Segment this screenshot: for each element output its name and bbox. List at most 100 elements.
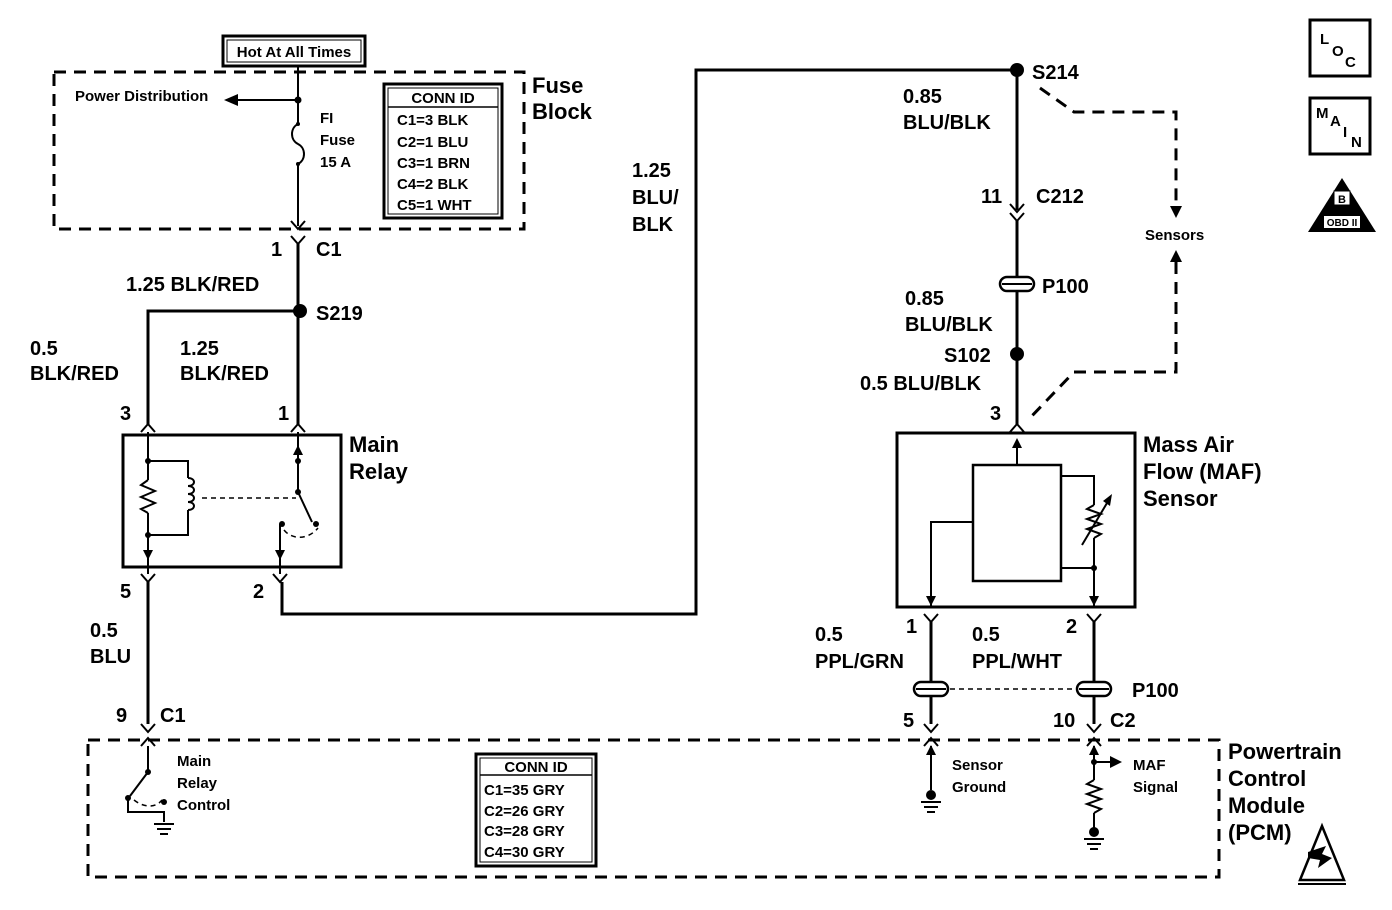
power-distribution-arrow [224,94,238,106]
sensors-shield-bottom [1026,262,1178,422]
conn-id-row: C4=2 BLK [397,176,468,193]
main-relay-box [121,433,343,569]
w0-85-blu-blk-top-1: 0.85 [903,86,942,108]
relay-internals [138,432,319,574]
sensor-ground-2: Ground [952,779,1006,796]
c1-bottom-connector-2 [140,736,156,747]
w0-5-ppl-wht-1: 0.5 [972,624,1000,646]
c212-connector-2 [1009,212,1025,223]
hot-at-all-times-box: Hot At All Times [221,34,367,68]
c2-pin5-connector-2 [923,736,939,747]
p100-top-label: P100 [1042,276,1089,298]
obd-ii-icon[interactable]: B OBD II [1308,178,1376,232]
p100-bottom-pass-through [912,680,1113,698]
main-icon-m: M [1316,105,1329,122]
w0-5-blu-2: BLU [90,646,131,668]
w1-25-blu-blk-2: BLU/ [632,187,679,209]
w1-25-blu-blk-3: BLK [632,214,674,236]
w0-5-blu-1: 0.5 [90,620,118,642]
maf-pin1-connector [923,613,939,624]
relay-pin-5: 5 [120,581,131,603]
main-relay-label-1: Main [349,432,399,457]
fuse-block-label-2: Block [532,99,593,124]
pcm-label-2: Control [1228,766,1306,791]
w0-5-blu-blk-label: 0.5 BLU/BLK [860,373,982,395]
p100-bottom-label: P100 [1132,680,1179,702]
relay-pin5-connector [140,573,156,584]
main-icon-i: I [1343,124,1347,141]
w1-25-blu-blk-1: 1.25 [632,160,671,182]
conn-id-row: C3=1 BRN [397,155,470,172]
pcm-conn-id-row: C1=35 GRY [484,782,565,799]
s219-label: S219 [316,303,363,325]
c1-bottom-pin: 9 [116,705,127,727]
s102-label: S102 [944,345,991,367]
pcm-conn-id-row: C3=28 GRY [484,823,565,840]
p100-top-pass-through [998,275,1036,293]
w1-25-blk-red-2: BLK/RED [180,363,269,385]
w0-5-blk-red-2: BLK/RED [30,363,119,385]
c2-pin10-connector [1086,723,1102,734]
w0-5-blk-red-1: 0.5 [30,338,58,360]
relay-pin-3: 3 [120,403,131,425]
pcm-conn-id-row: C2=26 GRY [484,803,565,820]
pcm-outline [86,738,1221,879]
main-icon[interactable]: M A I N [1308,96,1372,156]
fuse-block-label-1: Fuse [532,73,583,98]
maf-signal-2: Signal [1133,779,1178,796]
c212-name: C212 [1036,186,1084,208]
loc-icon-l: L [1320,31,1329,48]
main-icon-a: A [1330,113,1341,130]
s102-splice [1010,347,1024,361]
c2-pin5-connector [923,723,939,734]
maf-label-3: Sensor [1143,486,1218,511]
conn-id-row: C1=3 BLK [397,112,468,129]
fuse-label-1: FI [320,110,333,127]
wire-0-5-blk-red [146,309,300,424]
fuse-label-2: Fuse [320,132,355,149]
w0-5-ppl-wht-2: PPL/WHT [972,651,1062,673]
w0-85-blu-blk-mid-1: 0.85 [905,288,944,310]
main-relay-control-2: Relay [177,775,218,792]
hot-at-all-times-label: Hot At All Times [237,44,351,61]
sensors-label: Sensors [1145,227,1204,244]
pcm-conn-id-row: C4=30 GRY [484,844,565,861]
main-relay-label-2: Relay [349,459,408,484]
pcm-label-4: (PCM) [1228,820,1292,845]
c1-bottom-connector [140,723,156,734]
obd-icon-top: B [1338,194,1346,206]
c2-pin10-connector-2 [1086,736,1102,747]
wire-1-25-blk-red-top-label: 1.25 BLK/RED [126,274,259,296]
fuse-label-3: 15 A [320,154,351,171]
w1-25-blk-red-1: 1.25 [180,338,219,360]
esd-warning-icon [1298,822,1346,885]
w0-5-ppl-grn-1: 0.5 [815,624,843,646]
s214-label: S214 [1032,62,1080,84]
loc-icon[interactable]: L O C [1308,18,1372,78]
loc-icon-o: O [1332,43,1344,60]
c2-name: C2 [1110,710,1136,732]
maf-pin-2: 2 [1066,616,1077,638]
fi-fuse-symbol [291,100,305,226]
conn-id-table-pcm: CONN ID C1=35 GRY C2=26 GRY C3=28 GRY C4… [474,752,598,868]
wire-1-25-blu-blk [280,68,1016,616]
sensors-arrow-up [1170,250,1182,262]
relay-pin3-connector [140,422,156,433]
maf-internals [926,438,1112,606]
obd-icon-text: OBD II [1327,218,1358,229]
maf-pin2-connector [1086,613,1102,624]
main-relay-control-1: Main [177,753,211,770]
w0-85-blu-blk-top-2: BLU/BLK [903,112,991,134]
relay-pin1-connector [290,422,306,433]
maf-signal-1: MAF [1133,757,1166,774]
conn-id-title: CONN ID [411,90,475,107]
maf-signal-symbol [1084,745,1122,850]
relay-pin-2: 2 [253,581,264,603]
relay-pin2-connector [272,573,288,584]
c1-top-name: C1 [316,239,342,261]
conn-id-row: C5=1 WHT [397,197,472,214]
c1-bottom-name: C1 [160,705,186,727]
c1-connector-top-2 [290,235,306,246]
power-distribution-label: Power Distribution [75,88,208,105]
